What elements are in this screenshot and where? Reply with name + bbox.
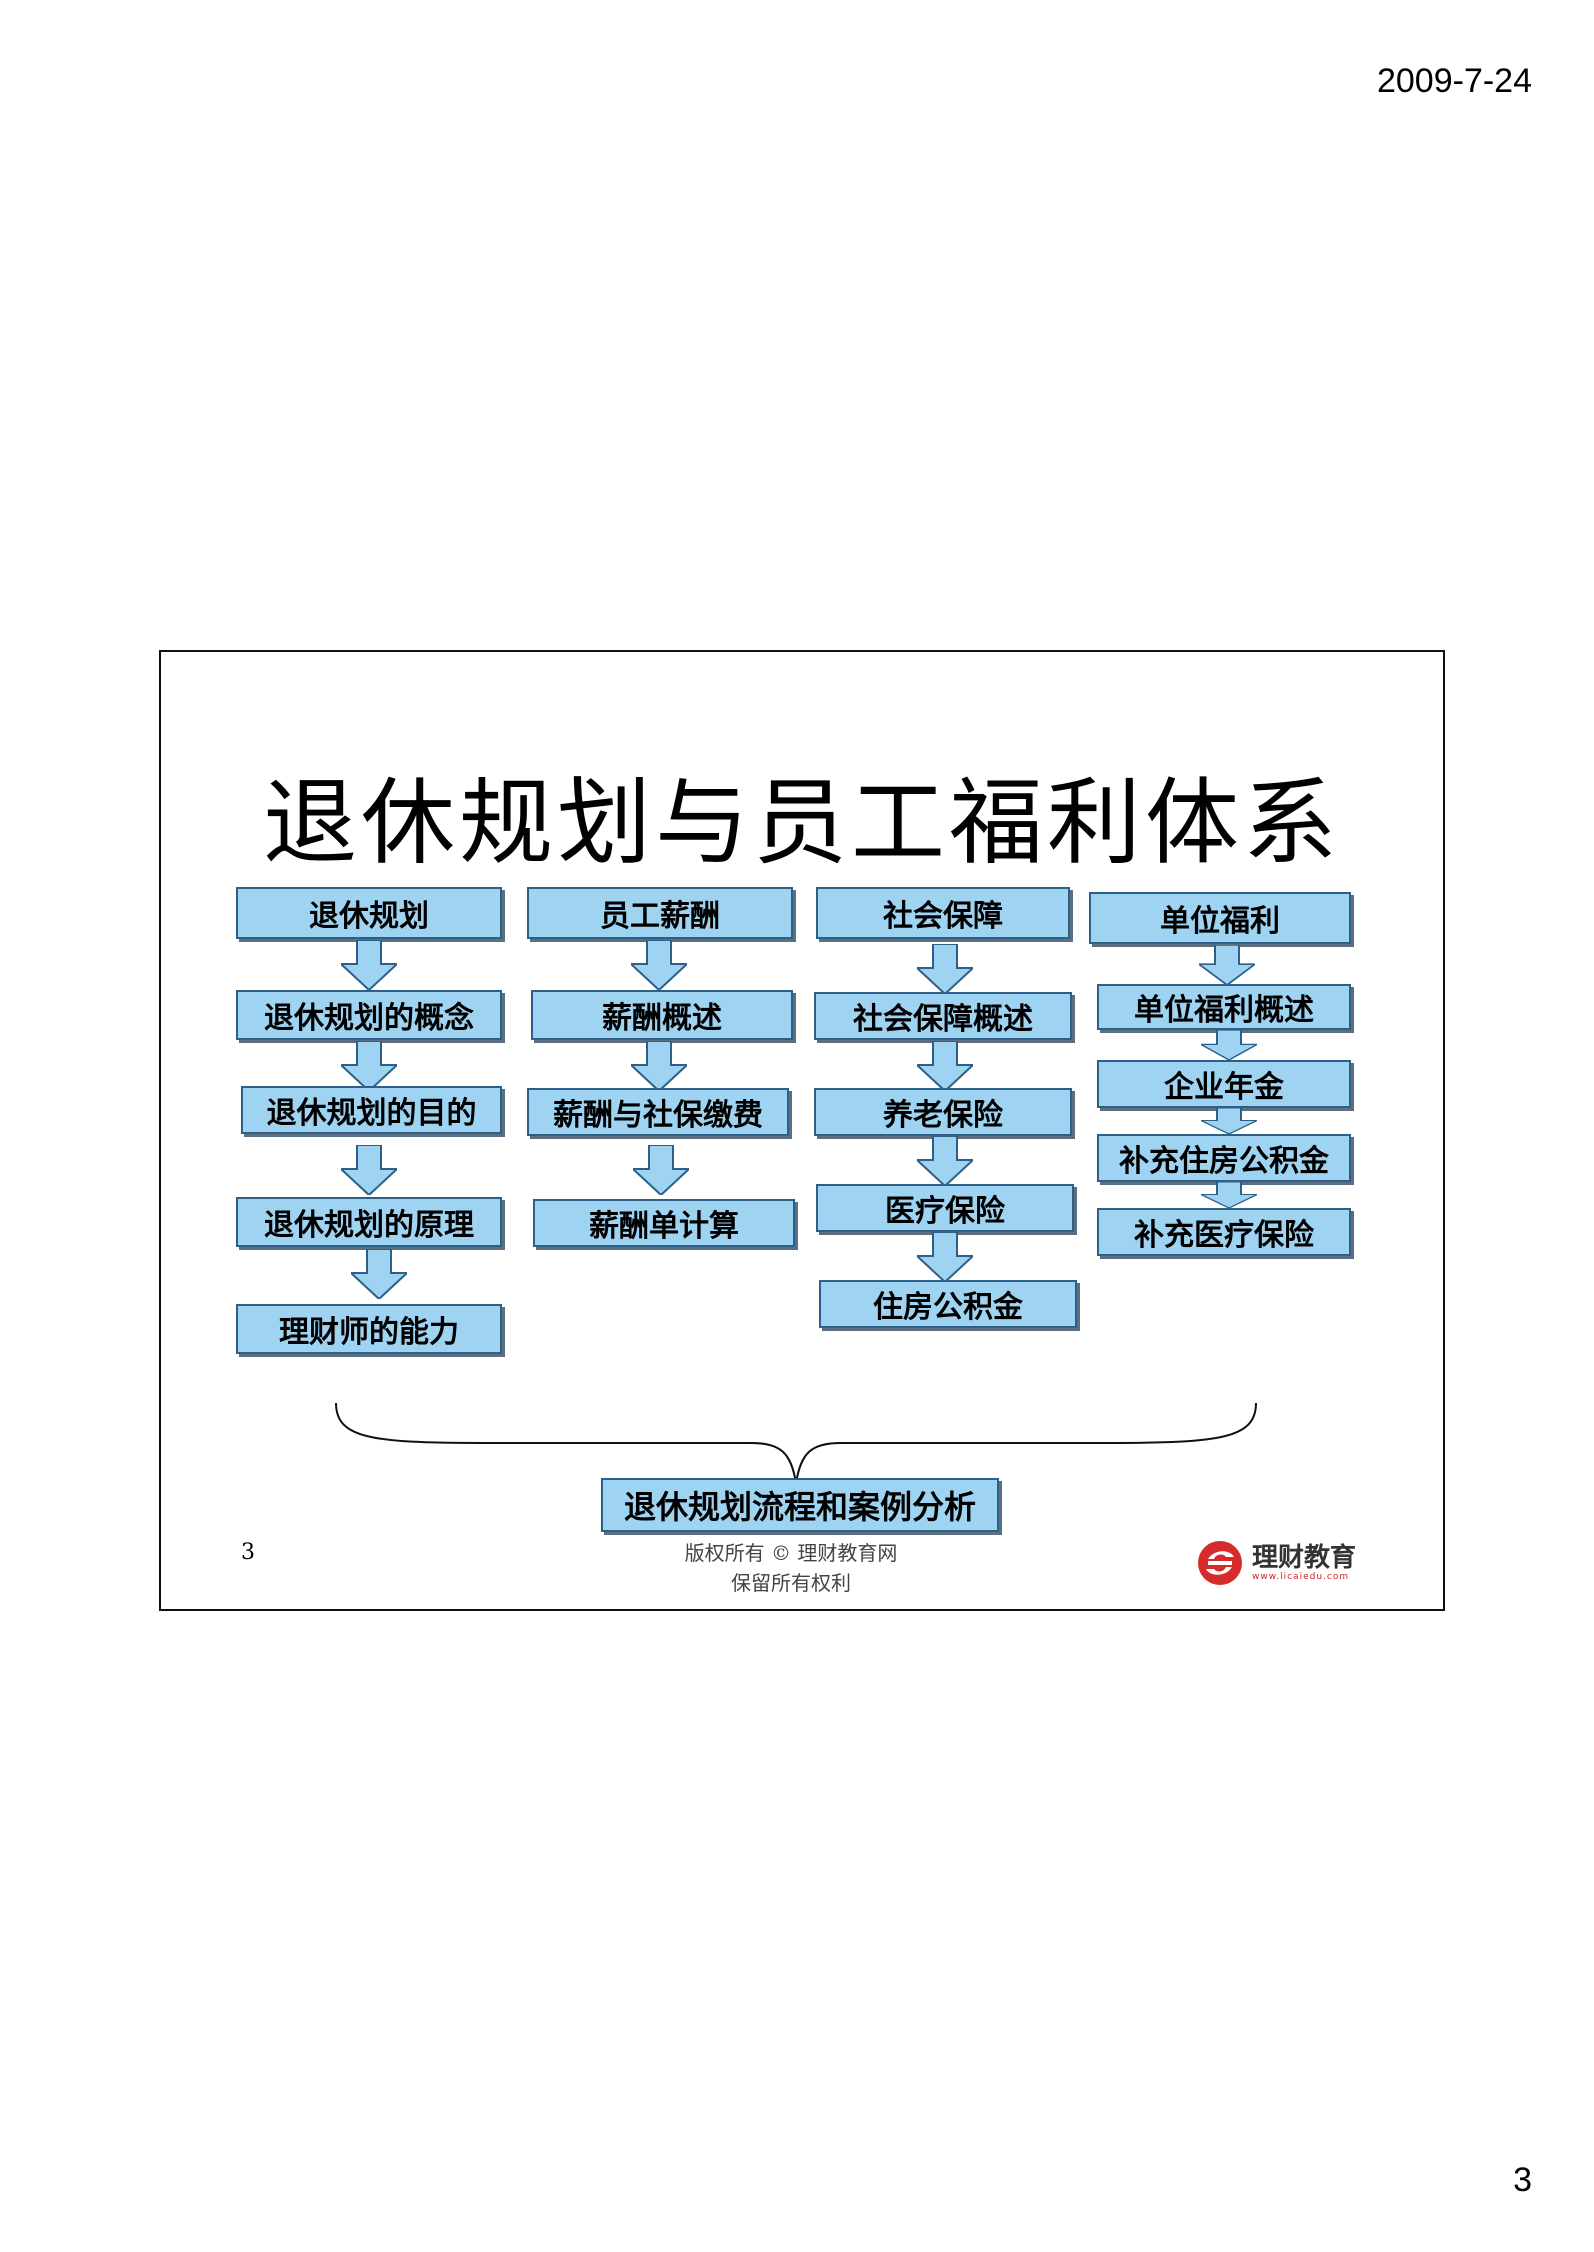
logo: 理财教育 www.licaiedu.com	[1196, 1539, 1356, 1587]
box-col2-item2: 薪酬与社保缴费	[527, 1088, 789, 1136]
down-arrow-icon	[341, 1145, 397, 1195]
box-col4-item3: 补充住房公积金	[1097, 1134, 1351, 1182]
page-number: 3	[1513, 2161, 1532, 2199]
box-col1-item4: 理财师的能力	[236, 1304, 502, 1354]
logo-icon	[1198, 1541, 1242, 1585]
slide-number: 3	[241, 1540, 255, 1565]
page-date: 2009-7-24	[1376, 62, 1532, 100]
down-arrow-icon	[917, 944, 973, 994]
down-arrow-icon	[1201, 1182, 1257, 1208]
down-arrow-icon	[341, 1041, 397, 1091]
down-arrow-icon	[1201, 1030, 1257, 1060]
box-col2-item1: 薪酬概述	[531, 990, 793, 1040]
box-col3-header: 社会保障	[816, 887, 1070, 939]
box-col1-item2: 退休规划的目的	[241, 1086, 502, 1134]
logo-url: www.licaiedu.com	[1252, 1572, 1350, 1582]
copyright-line1: 版权所有 © 理财教育网	[684, 1541, 898, 1565]
box-col1-item3: 退休规划的原理	[236, 1197, 502, 1247]
curly-brace	[335, 1402, 1257, 1484]
copyright: 版权所有 © 理财教育网 保留所有权利	[641, 1538, 941, 1598]
box-col3-item4: 住房公积金	[819, 1280, 1077, 1328]
box-col3-item1: 社会保障概述	[814, 992, 1072, 1040]
down-arrow-icon	[633, 1145, 689, 1195]
down-arrow-icon	[917, 1041, 973, 1091]
down-arrow-icon	[341, 940, 397, 990]
copyright-line2: 保留所有权利	[731, 1571, 851, 1595]
summary-box: 退休规划流程和案例分析	[601, 1478, 999, 1532]
box-col4-item1: 单位福利概述	[1097, 984, 1351, 1030]
box-col2-item3: 薪酬单计算	[533, 1199, 795, 1247]
logo-name: 理财教育	[1252, 1543, 1357, 1573]
box-col4-header: 单位福利	[1089, 892, 1351, 944]
down-arrow-icon	[917, 1232, 973, 1282]
box-col2-header: 员工薪酬	[527, 887, 793, 939]
box-col4-item4: 补充医疗保险	[1097, 1208, 1351, 1256]
down-arrow-icon	[351, 1249, 407, 1299]
box-col1-item1: 退休规划的概念	[236, 990, 502, 1040]
slide-title: 退休规划与员工福利体系	[262, 769, 1341, 878]
down-arrow-icon	[1201, 1108, 1257, 1134]
box-col3-item3: 医疗保险	[816, 1184, 1074, 1232]
box-col3-item2: 养老保险	[814, 1088, 1072, 1136]
box-col4-item2: 企业年金	[1097, 1060, 1351, 1108]
down-arrow-icon	[917, 1136, 973, 1186]
down-arrow-icon	[1199, 945, 1255, 985]
slide: 退休规划与员工福利体系 退休规划 退休规划的概念 退休规划的目的 退休规划的原理…	[159, 650, 1445, 1611]
down-arrow-icon	[631, 940, 687, 990]
box-col1-header: 退休规划	[236, 887, 502, 939]
down-arrow-icon	[631, 1041, 687, 1091]
